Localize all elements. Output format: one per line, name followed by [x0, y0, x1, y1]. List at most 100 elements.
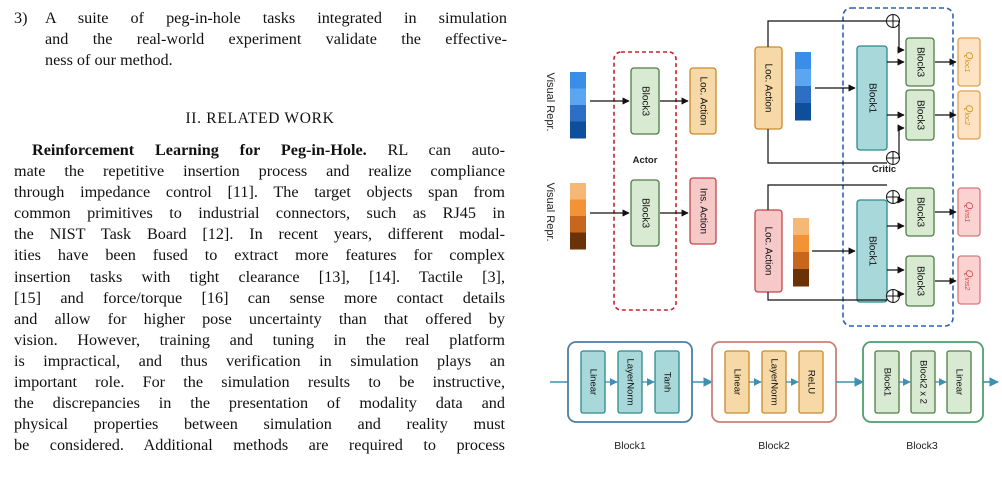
paragraph-line: through impedance control [11]. The targ…: [14, 183, 505, 202]
legend-block1-layer-label: LayerNorm: [625, 359, 636, 406]
plus-bottom-lower-cross: [886, 289, 900, 303]
plus-top: [886, 14, 900, 28]
actor-dashed-box: [613, 51, 677, 311]
skip-to-block3-ins2: [897, 290, 905, 298]
actor-loc-action-box: [689, 67, 717, 135]
critic-block3-loc2: [905, 89, 935, 141]
visual-feature-stack-blue-cell: [570, 72, 586, 89]
visual-feature-stack-blue-cell: [570, 105, 586, 122]
list-item-line: and the real-world experiment validate t…: [45, 30, 507, 48]
critic-block3-loc1: [905, 37, 935, 87]
q-ins2-box: [957, 255, 981, 305]
paragraph-line: Reinforcement Learning for Peg-in-Hole. …: [14, 140, 505, 161]
paragraph-line: is impractical, and thus verification in…: [14, 351, 505, 370]
critic-dashed-box: [842, 7, 954, 327]
legend-block2-title: Block2: [758, 440, 790, 452]
legend-block1-layer-label: Tanh: [662, 372, 673, 393]
q-ins2-label: Qins2: [964, 270, 975, 291]
visual-feature-stack-orange-cell: [570, 183, 586, 200]
critic-feature-stack-orange-cell: [793, 218, 809, 236]
plus-top-cross: [886, 14, 900, 28]
critic-block1-bottom-label: Block1: [867, 236, 878, 266]
plus-top-lower-cross: [886, 151, 900, 165]
list-item-line: ness of our method.: [45, 51, 173, 69]
q-loc2-box: [957, 90, 981, 140]
visual-feature-stack-blue-cell: [570, 88, 586, 106]
critic-feature-stack-orange-cell: [793, 235, 809, 253]
critic-block3-ins2: [905, 255, 935, 307]
paragraph-line: and allow for higher pose uncertainty th…: [14, 309, 505, 328]
critic-block1-bottom: [856, 199, 888, 303]
actor-loc-action-label: Loc. Action: [698, 77, 709, 126]
critic-feature-stack-blue-cell: [795, 86, 811, 104]
critic-feature-stack-orange: [793, 218, 809, 287]
visual-feature-stack-blue-cell: [570, 121, 586, 139]
q-loc1-label: Qloc1: [964, 52, 975, 73]
paragraph-bold-lead: Reinforcement Learning for Peg-in-Hole.: [32, 141, 367, 159]
actor-block3-bottom: [630, 179, 660, 247]
actor-block3-bottom-label: Block3: [640, 198, 651, 228]
critic-label: Critic: [872, 164, 896, 175]
legend-block1-layer-label: Linear: [588, 369, 599, 395]
paragraph-line: [15] and force/torque [16] can sense mor…: [14, 288, 505, 307]
skip-line-bottom: [767, 184, 887, 210]
critic-block3-ins1: [905, 187, 935, 237]
critic-block3-ins1-label: Block3: [915, 197, 926, 227]
legend-block2-layer-label: Linear: [732, 369, 743, 395]
plus-top-lower: [886, 151, 900, 165]
skip-to-block3-ins1: [897, 196, 905, 204]
critic-feature-stack-blue: [795, 52, 811, 121]
critic-feature-stack-blue-cell: [795, 69, 811, 87]
paragraph-line: be considered. Additional methods are re…: [14, 436, 505, 455]
plus-bottom-lower: [886, 289, 900, 303]
legend-block3-layer-label: Block2 x 2: [918, 360, 929, 404]
q-ins1-label: Qins1: [964, 202, 975, 223]
q-loc2-label: Qloc2: [964, 105, 975, 126]
actor-label: Actor: [633, 155, 658, 166]
actor-block3-top: [630, 67, 660, 135]
visual-repr-label-top: Visual Repr.: [544, 72, 556, 131]
critic-block1-top-label: Block1: [867, 83, 878, 113]
legend-block3-title: Block3: [906, 440, 938, 452]
legend-block3-layer: [946, 350, 972, 414]
paragraph-line: vision. However, training and tuning in …: [14, 330, 505, 349]
legend-block2-layer: [798, 350, 824, 414]
critic-block3-loc2-label: Block3: [915, 100, 926, 130]
visual-repr-label-bottom: Visual Repr.: [544, 182, 556, 241]
visual-feature-stack-blue: [570, 72, 586, 139]
critic-block3-loc1-label: Block3: [915, 47, 926, 77]
actor-ins-action-label: Ins. Action: [698, 188, 709, 234]
critic-feature-stack-orange-cell: [793, 252, 809, 270]
critic-loc-action-top-label: Loc. Action: [763, 64, 774, 113]
visual-feature-stack-orange-cell: [570, 232, 586, 250]
critic-block1-top: [856, 45, 888, 151]
paragraph-line: the discrepancies in the presentation of…: [14, 394, 505, 413]
critic-feature-stack-blue-cell: [795, 103, 811, 121]
paragraph-line: ities have been fused to extract more fe…: [14, 246, 505, 265]
paragraph-line: insertion tasks with tight clearance [13…: [14, 267, 505, 286]
skip-line-top-lower: [767, 129, 887, 164]
actor-ins-action-box: [689, 177, 717, 245]
related-work-paragraph: Reinforcement Learning for Peg-in-Hole. …: [14, 140, 505, 456]
skip-line-top: [767, 20, 887, 47]
q-ins1-box: [957, 187, 981, 237]
legend-block1-title: Block1: [614, 440, 646, 452]
paragraph-line: mate the repetitive insertion process an…: [14, 162, 505, 181]
q-loc1-box: [957, 37, 981, 87]
visual-feature-stack-orange-cell: [570, 216, 586, 233]
plus-bottom: [886, 190, 900, 204]
legend-block2-layer-label: ReLU: [806, 370, 817, 394]
plus-bottom-cross: [886, 190, 900, 204]
critic-block3-ins2-label: Block3: [915, 266, 926, 296]
paragraph-line: common primitives to industrial connecto…: [14, 204, 505, 223]
visual-feature-stack-orange: [570, 183, 586, 250]
skip-to-block3-loc2: [897, 124, 905, 158]
list-item-number: 3): [14, 9, 28, 27]
visual-feature-stack-orange-cell: [570, 199, 586, 217]
text-column: 3) A suite of peg-in-hole tasks integrat…: [14, 8, 507, 456]
legend-block3-layer-label: Block1: [882, 368, 893, 397]
list-item-line: A suite of peg-in-hole tasks integrated …: [45, 9, 507, 27]
list-item-text: A suite of peg-in-hole tasks integrated …: [45, 8, 507, 71]
